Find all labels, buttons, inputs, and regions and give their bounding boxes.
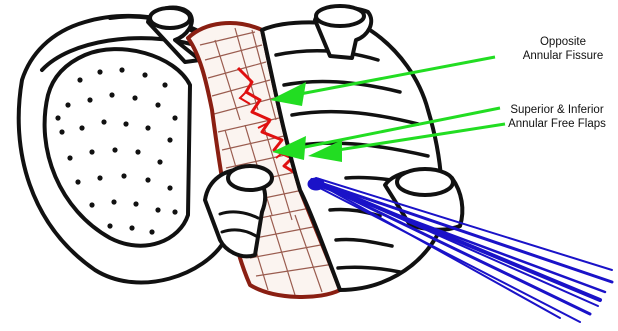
- fissure-label-line1: Opposite: [503, 35, 618, 49]
- flaps-label-line2: Annular Free Flaps: [492, 117, 618, 131]
- flaps-label-line1: Superior & Inferior: [492, 103, 618, 117]
- flaps-label: Superior & Inferior Annular Free Flaps: [492, 103, 618, 131]
- fissure-label: Opposite Annular Fissure: [503, 35, 618, 63]
- fissure-label-line2: Annular Fissure: [503, 49, 618, 63]
